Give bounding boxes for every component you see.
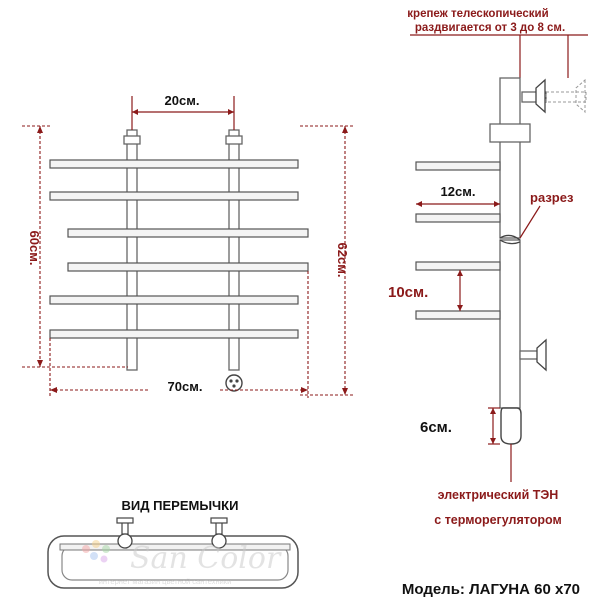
dim-60-arrow-top	[37, 126, 43, 133]
section-break	[499, 239, 521, 245]
dim-20-bg	[152, 92, 212, 108]
watermark: San Color интернет магазин цветной санте…	[82, 540, 282, 586]
side-bar-1	[415, 161, 501, 171]
watermark-logo-dot	[92, 540, 100, 548]
mount-note-line2: раздвигается от 3 до 8 см.	[415, 22, 565, 34]
heater-element	[500, 407, 522, 445]
jumper-fitting-right-cap	[210, 517, 228, 524]
watermark-logo-dot	[90, 552, 98, 560]
dim-20-label: 20см.	[165, 93, 200, 108]
wall-cup-top	[535, 78, 546, 114]
mount-note-line1: крепеж телескопический	[407, 8, 548, 20]
wall-cup-bottom	[536, 338, 547, 372]
heater-note-line1: электрический ТЭН	[438, 488, 559, 502]
side-pipe-upper	[499, 77, 521, 239]
wall-cup-ghost	[575, 78, 586, 114]
jumper-fitting-left-cap	[116, 517, 134, 524]
dim-70-bg	[150, 378, 220, 394]
jumper-fitting-left-nut	[117, 533, 133, 549]
dim-12-arrow-left	[416, 201, 422, 207]
bracket-arm-bottom	[519, 350, 539, 360]
side-bar-3	[415, 261, 501, 271]
jumper-bar	[59, 543, 291, 551]
dim-10-label: 10см.	[388, 284, 428, 301]
dim-70-label: 70см.	[168, 379, 203, 394]
front-bar-5	[49, 295, 299, 305]
front-bar-6	[49, 329, 299, 339]
jumper-fitting-right-nut	[211, 533, 227, 549]
section-leader	[519, 205, 541, 239]
heater-note-line2: с терморегулятором	[434, 513, 561, 527]
bracket-ghost-ext	[545, 91, 587, 103]
dim-62-label: 62см.	[335, 243, 350, 278]
dim-60-arrow-bottom	[37, 360, 43, 367]
jumper-view: ВИД ПЕРЕМЫЧКИ	[47, 498, 299, 589]
front-bar-2	[49, 191, 299, 201]
dim-20-arrow-left	[132, 109, 138, 115]
dim-10-arrow-top	[457, 270, 463, 276]
front-bar-3	[67, 228, 309, 238]
jumper-outer	[47, 535, 299, 589]
dim-70-arrow-right	[301, 387, 308, 393]
front-bar-1	[49, 159, 299, 169]
dim-12-arrow-right	[494, 201, 500, 207]
side-bar-4	[415, 310, 501, 320]
watermark-logo-dot	[100, 555, 108, 563]
bottom-connector	[225, 374, 243, 392]
section-label: разрез	[530, 190, 574, 205]
bottom-connector-dot	[235, 379, 239, 383]
watermark-logo-dot	[102, 545, 110, 553]
front-bar-4	[67, 262, 309, 272]
side-pipe-lower	[499, 239, 521, 409]
model-label: Модель: ЛАГУНА 60 х70	[402, 581, 580, 598]
bottom-connector-dot	[229, 379, 233, 383]
dim-12-label: 12см.	[441, 184, 476, 199]
watermark-tagline: интернет магазин цветной сантехники	[99, 577, 232, 586]
dim-6-arrow-bottom	[490, 438, 496, 444]
dim-10-arrow-bottom	[457, 305, 463, 311]
right-riser-cap	[225, 135, 243, 145]
front-view: 20см. 60см. 62см. 70см.	[22, 92, 355, 398]
side-view: крепеж телескопический раздвигается от 3…	[388, 8, 588, 527]
left-riser-cap	[123, 135, 141, 145]
watermark-logo-dot	[82, 545, 90, 553]
dim-60-label: 60см.	[27, 231, 42, 266]
dim-70-arrow-left	[50, 387, 57, 393]
watermark-brand: San Color	[130, 541, 282, 576]
side-bar-2	[415, 213, 501, 223]
bottom-connector-dot	[232, 384, 236, 388]
dim-6-label: 6см.	[420, 419, 452, 436]
side-sleeve	[489, 123, 531, 143]
dim-20-arrow-right	[228, 109, 234, 115]
dim-62-arrow-top	[342, 126, 348, 133]
jumper-title: ВИД ПЕРЕМЫЧКИ	[122, 498, 239, 513]
dim-62-arrow-bottom	[342, 388, 348, 395]
section-break	[499, 234, 521, 241]
dim-6-arrow-top	[490, 408, 496, 414]
